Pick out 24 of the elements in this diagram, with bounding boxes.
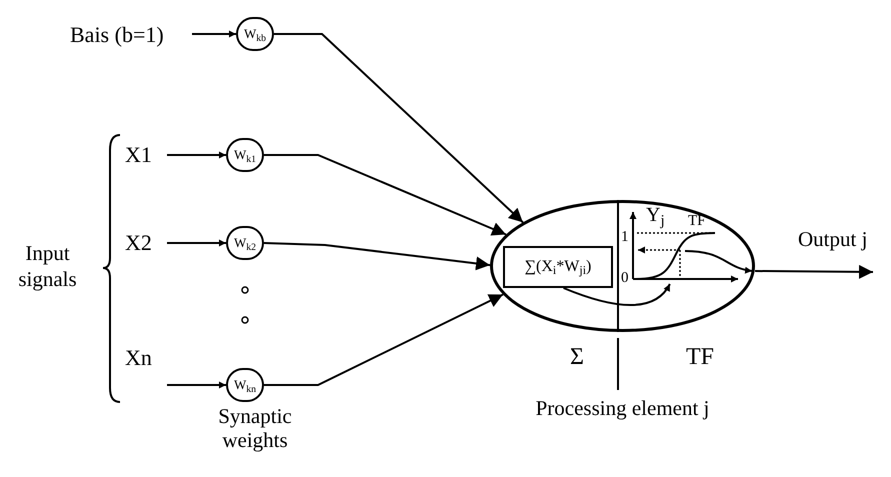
arrow: [167, 240, 226, 246]
arrow: [192, 30, 236, 38]
arrow: [274, 33, 524, 224]
input-label: Xn: [125, 343, 165, 393]
sigma-symbol: Σ: [569, 343, 585, 371]
arrow: [754, 264, 874, 279]
arrow: [167, 382, 226, 388]
arrow: [264, 242, 490, 270]
text-label: Input signals: [17, 240, 78, 292]
text-label: Synaptic weights: [217, 404, 293, 452]
summation-box: ∑(X$_{i}$*W$_{ji}$): [503, 246, 613, 288]
processing-ellipse: [490, 200, 755, 332]
caption-text: Processing element j: [534, 395, 710, 421]
arrow: [167, 152, 226, 158]
text-label: TF: [684, 343, 715, 371]
tick-label: 0: [621, 269, 630, 287]
input-label: Bais (b=1): [70, 20, 190, 50]
input-label: X2: [125, 228, 165, 258]
arrow: [264, 154, 506, 236]
arrow: [264, 294, 504, 386]
tick-label: 1: [621, 228, 630, 246]
arrow: [563, 283, 671, 306]
input-label: X1: [125, 140, 165, 170]
axis-label: Y$_{j}$: [646, 204, 666, 226]
